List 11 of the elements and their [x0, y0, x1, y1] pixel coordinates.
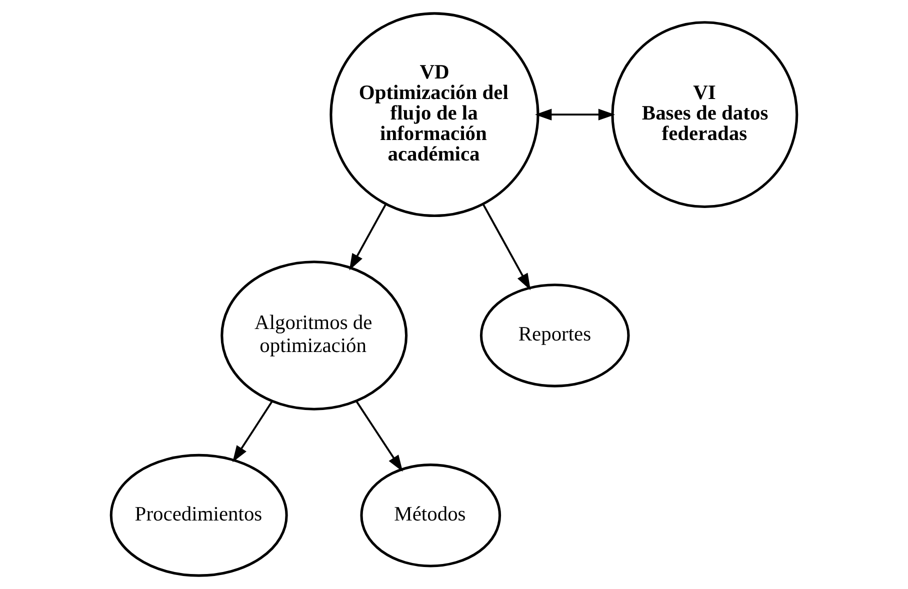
- node-circle: VD Optimización del flujo de la información académica: [330, 12, 540, 218]
- node-ellipse: Algoritmos de optimización: [220, 260, 408, 410]
- node-circle: VI Bases de datos federadas: [611, 21, 798, 208]
- arrow: [232, 400, 273, 462]
- node-ellipse: Procedimientos: [110, 454, 288, 577]
- node-ellipse: Métodos: [360, 464, 502, 568]
- arrow: [349, 204, 387, 270]
- arrow: [535, 108, 616, 120]
- node-ellipse: Reportes: [480, 284, 630, 388]
- arrow: [482, 204, 531, 290]
- arrow: [356, 400, 403, 472]
